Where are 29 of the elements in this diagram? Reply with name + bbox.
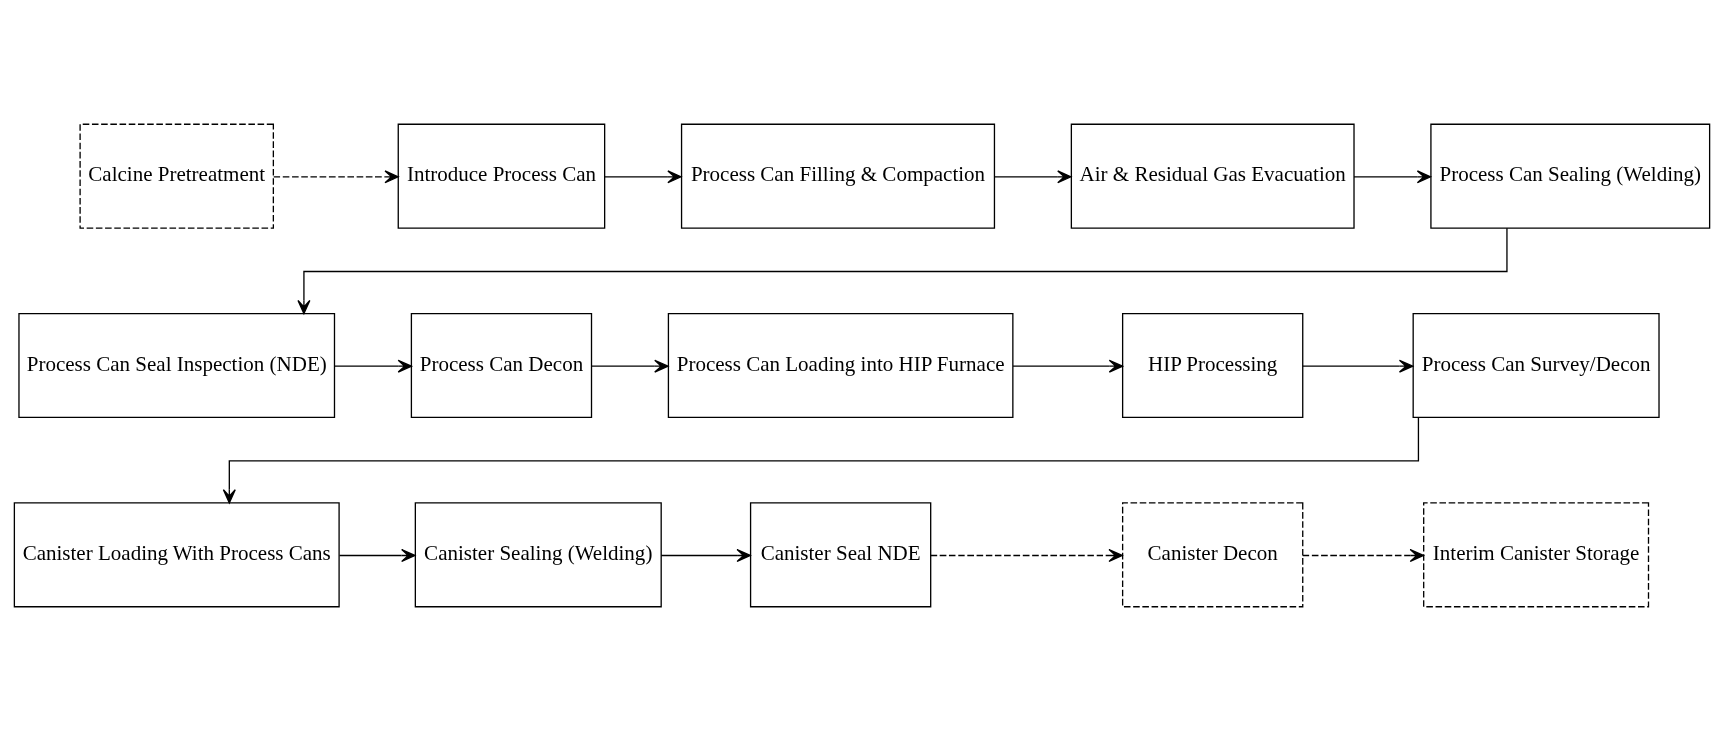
node-box: Process Can Filling & Compaction: [680, 123, 996, 229]
arrow: [1302, 359, 1414, 373]
arrow: [222, 416, 1420, 504]
arrow: [994, 170, 1072, 184]
node-box: Calcine Pretreatment: [79, 123, 274, 229]
arrow: [297, 227, 1508, 315]
arrow: [273, 170, 399, 184]
node-box: Interim Canister Storage: [1423, 502, 1650, 608]
arrow: [1012, 359, 1124, 373]
arrow: [1353, 170, 1432, 184]
node-box: HIP Processing: [1121, 312, 1304, 419]
arrow: [1302, 548, 1425, 563]
arrow: [604, 170, 682, 184]
arrow: [334, 359, 413, 373]
node-box: Process Can Seal Inspection (NDE): [18, 312, 336, 419]
node-box: Canister Decon: [1121, 502, 1304, 608]
node-box: Air & Residual Gas Evacuation: [1070, 123, 1355, 229]
node-box: Canister Seal NDE: [749, 502, 932, 608]
arrow: [930, 548, 1123, 563]
node-box: Process Can Decon: [410, 312, 593, 419]
node-box: Process Can Sealing (Welding): [1430, 123, 1711, 229]
arrow: [660, 548, 751, 563]
node-box: Process Can Survey/Decon: [1412, 312, 1660, 419]
arrow: [338, 548, 416, 563]
node-box: Canister Loading With Process Cans: [13, 502, 340, 608]
node-box: Process Can Loading into HIP Furnace: [667, 312, 1014, 419]
arrow: [591, 359, 669, 373]
node-box: Introduce Process Can: [397, 123, 606, 229]
node-box: Canister Sealing (Welding): [414, 502, 662, 608]
